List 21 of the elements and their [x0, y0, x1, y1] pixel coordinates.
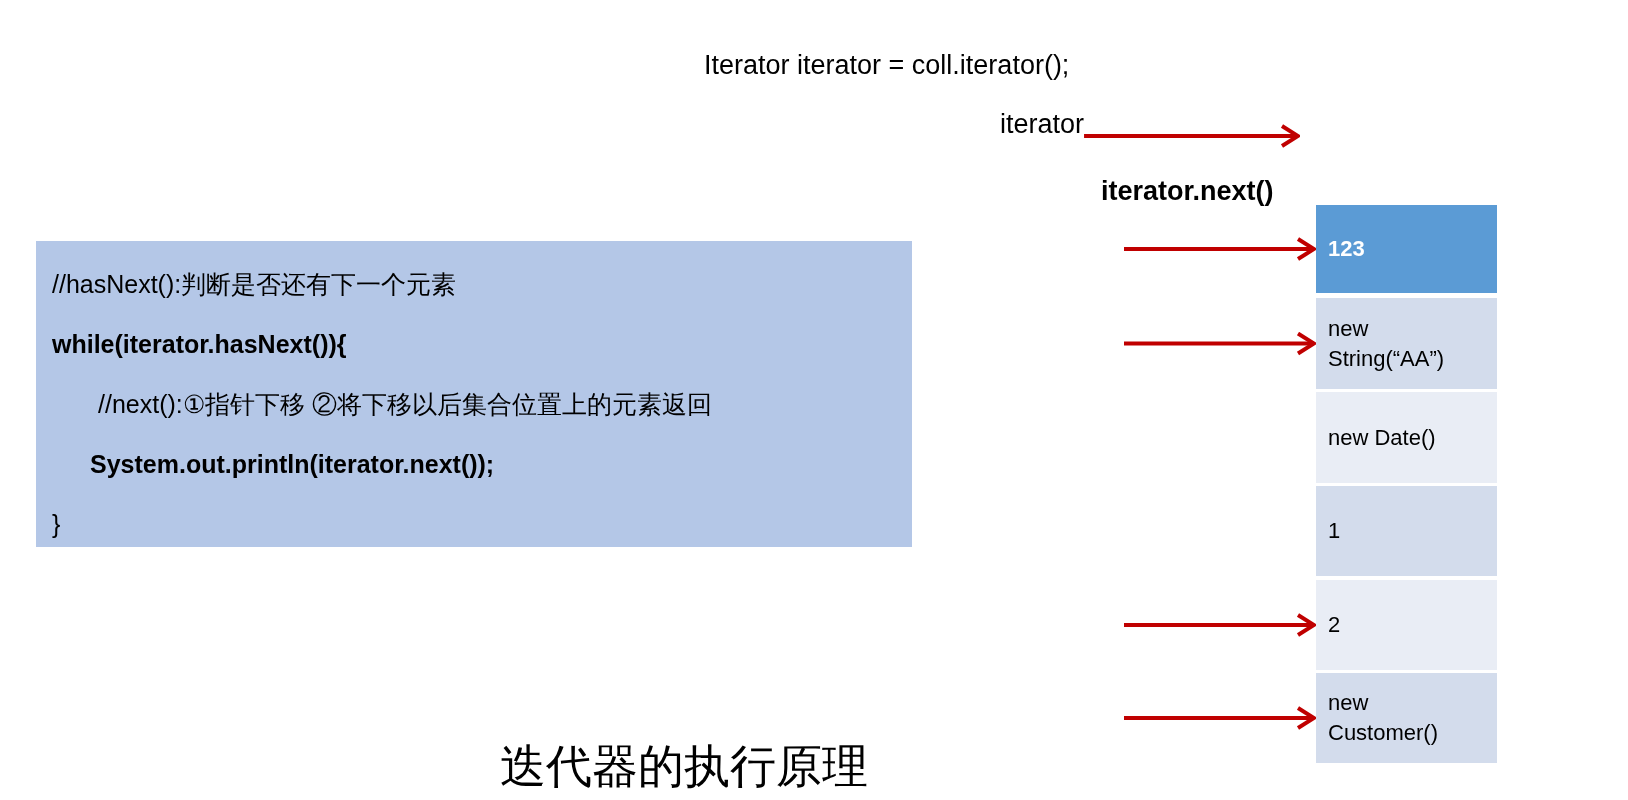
code-comment: //next():①指针下移 ②将下移以后集合位置上的元素返回 — [97, 389, 713, 420]
arrow — [1124, 706, 1316, 730]
arrow — [1124, 331, 1316, 356]
diagram-caption: 迭代器的执行原理 — [500, 739, 868, 794]
element-cell: new Customer() — [1316, 673, 1497, 763]
element-cell: 123 — [1316, 205, 1497, 293]
variable-label: iterator — [1000, 106, 1085, 142]
code-line: } — [52, 509, 62, 540]
arrow — [1084, 124, 1300, 148]
arrow — [1124, 237, 1316, 261]
method-call-label: iterator.next() — [1101, 176, 1274, 207]
code-panel — [36, 241, 912, 547]
element-cell: 1 — [1316, 486, 1497, 576]
code-line: while(iterator.hasNext()){ — [52, 329, 348, 360]
arrow — [1124, 613, 1316, 637]
code-line: System.out.println(iterator.next()); — [89, 449, 496, 480]
code-statement: Iterator iterator = coll.iterator(); — [704, 50, 1070, 81]
element-cell: 2 — [1316, 580, 1497, 670]
code-comment: //hasNext():判断是否还有下一个元素 — [52, 269, 458, 300]
element-cell: new String(“AA”) — [1316, 298, 1497, 389]
element-cell: new Date() — [1316, 392, 1497, 483]
